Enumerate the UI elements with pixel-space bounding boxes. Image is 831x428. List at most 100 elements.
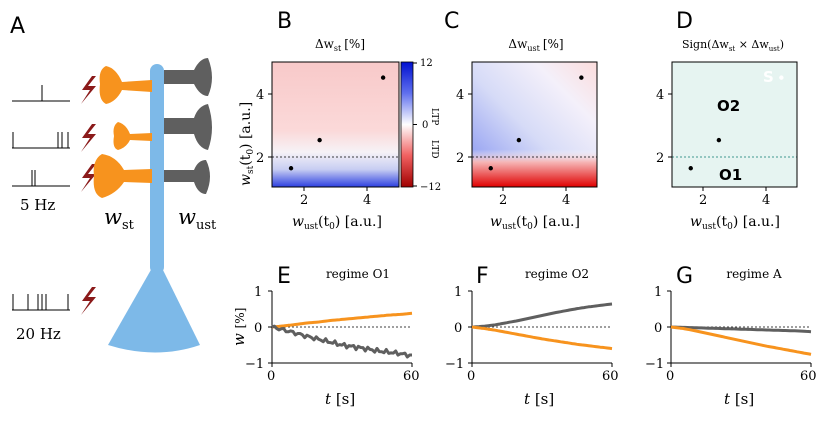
lightning-bolt-icon xyxy=(81,76,96,104)
unstimulated-synapse xyxy=(164,104,212,150)
data-point xyxy=(380,75,386,80)
axes-d xyxy=(671,61,798,188)
data-point xyxy=(288,166,294,171)
soma xyxy=(108,268,200,353)
tick-label: 0 xyxy=(666,369,674,384)
axes-b xyxy=(271,61,400,188)
y-axis-label-e: w [%] xyxy=(230,308,248,346)
colorbar-ltp: LTP xyxy=(429,108,439,125)
x-axis-label-b: wust(t0) [a.u.] xyxy=(292,214,382,232)
lightning-bolt-icon xyxy=(81,287,96,315)
series-line-gray xyxy=(471,302,613,329)
tick-label: 4 xyxy=(363,193,371,208)
panel-c-title: Δwust[%] xyxy=(508,37,563,53)
heatmap-d xyxy=(672,62,797,187)
data-point xyxy=(579,75,584,80)
panel-letter-e: E xyxy=(277,264,291,289)
x-axis-label-g: t [s] xyxy=(724,390,754,408)
tick-label: 0 xyxy=(454,321,462,336)
tick-label: 4 xyxy=(562,193,570,208)
region-label-s: S xyxy=(763,68,774,86)
x-axis-label-d: wust(t0) [a.u.] xyxy=(690,214,780,232)
tick-label: 2 xyxy=(456,151,464,166)
timeseries-e xyxy=(268,290,413,367)
data-point xyxy=(779,75,784,80)
tick-label: 2 xyxy=(699,193,707,208)
axes-c xyxy=(471,61,598,188)
panel-f-title: regime O2 xyxy=(525,267,589,281)
panel-letter-f: F xyxy=(476,264,489,289)
x-axis-label-c: wust(t0) [a.u.] xyxy=(490,214,580,232)
region-label-o2: O2 xyxy=(717,97,740,115)
panel-letter-d: D xyxy=(676,9,693,34)
colorbar xyxy=(400,61,414,188)
panel-d-title: Sign(Δwst × Δwust) xyxy=(682,38,784,53)
spike-train-4 xyxy=(12,294,70,311)
timeseries-f xyxy=(468,290,613,367)
stimulated-synapse xyxy=(93,154,152,198)
region-label-o1: O1 xyxy=(719,166,742,184)
tick-label: 0 xyxy=(654,321,662,336)
panel-letter-a: A xyxy=(10,14,25,39)
tick-label: −1 xyxy=(445,357,464,372)
series-line-gray xyxy=(271,324,412,359)
tick-label: 4 xyxy=(762,193,770,208)
panel-b-title: Δwst[%] xyxy=(315,37,365,53)
data-point xyxy=(688,166,693,171)
series-line-orange xyxy=(670,325,812,356)
tick-label: 0 xyxy=(254,321,262,336)
colorbar-tick: 12 xyxy=(420,58,433,69)
points-b xyxy=(288,75,386,171)
tick-label: 2 xyxy=(499,193,507,208)
label-w-st: wst xyxy=(104,205,135,233)
tick-label: 60 xyxy=(602,369,619,384)
tick-label: 2 xyxy=(656,151,664,166)
spike-train-1 xyxy=(12,85,70,102)
tick-label: 60 xyxy=(800,369,817,384)
panel-e-title: regime O1 xyxy=(326,267,390,281)
lightning-bolt-icon xyxy=(81,164,96,192)
unstimulated-synapse xyxy=(164,58,212,96)
series-line-orange xyxy=(471,325,613,351)
tick-label: 0 xyxy=(467,369,475,384)
stimulated-synapse xyxy=(113,122,152,150)
spike-train-2 xyxy=(12,132,70,149)
tick-label: 1 xyxy=(654,285,662,300)
y-axis-label-b: wst(t0) [a.u.] xyxy=(238,102,256,186)
tick-label: 1 xyxy=(254,285,262,300)
data-point xyxy=(516,137,522,143)
dendrite xyxy=(150,64,164,274)
data-point xyxy=(716,137,722,143)
panel-letter-b: B xyxy=(277,9,292,34)
tick-label: 0 xyxy=(267,369,275,384)
heatmap-ticks: 2 4 2 4 2 4 2 4 2 4 2 4 xyxy=(256,88,770,208)
x-axis-label-e: t [s] xyxy=(325,390,355,408)
data-point xyxy=(488,166,493,171)
data-point xyxy=(317,137,322,143)
tick-label: 2 xyxy=(300,193,308,208)
unstimulated-synapse xyxy=(164,160,210,194)
heatmap-b xyxy=(272,62,399,187)
series-line-orange xyxy=(271,311,413,329)
tick-label: 4 xyxy=(656,88,664,103)
tick-label: 60 xyxy=(403,369,420,384)
spike-train-3 xyxy=(12,170,70,187)
panel-g-title: regime A xyxy=(726,267,782,281)
frequency-label-5hz: 5 Hz xyxy=(20,196,55,214)
tick-label: 2 xyxy=(256,151,264,166)
panel-letter-c: C xyxy=(444,9,459,34)
tick-label: −1 xyxy=(645,357,664,372)
tick-label: 4 xyxy=(456,88,464,103)
points-d xyxy=(688,75,784,171)
timeseries-g xyxy=(667,290,812,367)
label-w-ust: wust xyxy=(178,205,217,233)
panel-letter-g: G xyxy=(676,264,693,289)
tick-label: 4 xyxy=(256,88,264,103)
lightning-bolt-icon xyxy=(81,124,96,152)
x-axis-label-f: t [s] xyxy=(524,390,554,408)
series-line-gray xyxy=(670,325,812,334)
heatmap-c-overlay xyxy=(472,62,597,187)
colorbar-ltd: LTD xyxy=(429,140,439,158)
colorbar-tick: 0 xyxy=(422,120,428,131)
